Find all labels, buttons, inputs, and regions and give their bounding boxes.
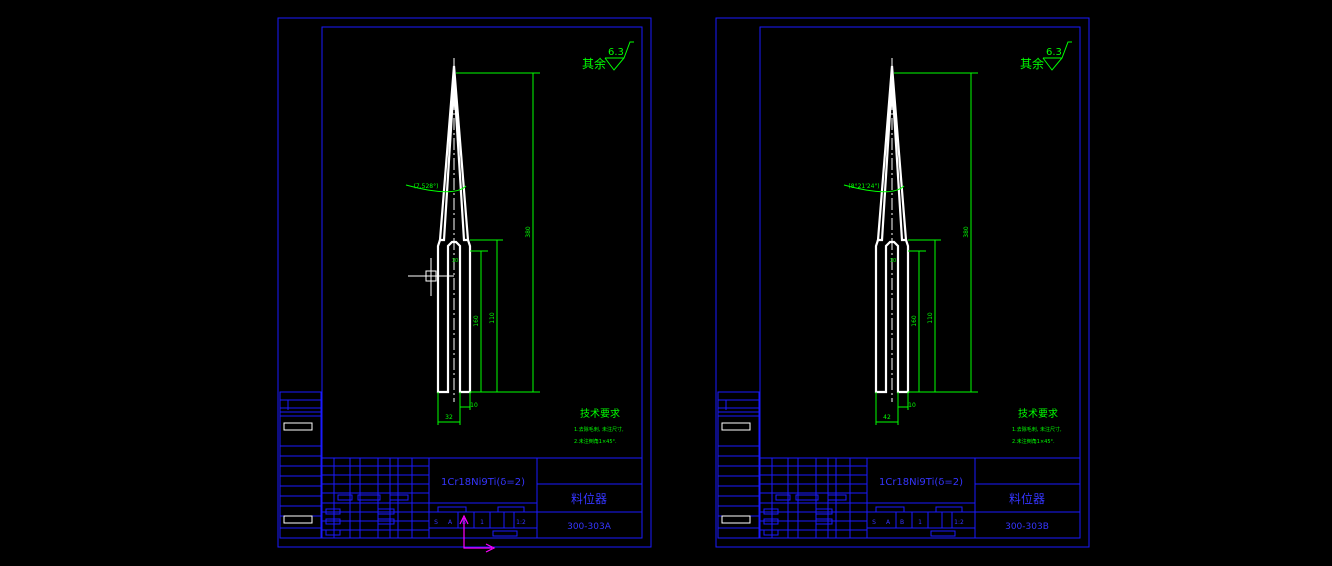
revision-cell-mark xyxy=(377,518,395,525)
scale-cell: S xyxy=(872,519,876,526)
revision-cell-mark xyxy=(357,494,381,501)
angle-dimension: (8°21'24") xyxy=(848,183,879,190)
title-block xyxy=(759,457,1081,539)
left-margin-box xyxy=(717,391,760,401)
scale-cell: 1:2 xyxy=(516,519,526,526)
surface-roughness-value: 6.3 xyxy=(1046,47,1062,58)
dimension-mid: 160 xyxy=(473,315,480,327)
outer-border xyxy=(715,17,1090,548)
revision-cell-mark xyxy=(763,529,779,536)
title-cell-mark xyxy=(437,506,467,513)
drawing-number: 300-303A xyxy=(567,522,612,532)
revision-cell-mark xyxy=(325,508,341,515)
part-name: 料位器 xyxy=(571,491,607,506)
scale-cell: 1 xyxy=(480,519,484,526)
title-cell-mark xyxy=(935,506,963,513)
revision-cell-mark xyxy=(763,518,779,525)
dimension-low: 110 xyxy=(927,312,934,324)
left-margin-box xyxy=(279,407,322,413)
left-margin-label-box xyxy=(283,422,313,431)
left-margin-box xyxy=(279,399,322,409)
material-label: 1Cr18Ni9Ti(δ=2) xyxy=(441,477,525,488)
left-margin-label-box xyxy=(721,515,751,524)
revision-cell-mark xyxy=(775,494,791,501)
angle-arc xyxy=(405,184,467,193)
revision-cell-mark xyxy=(389,494,409,501)
dimension-width: 32 xyxy=(445,414,453,421)
surface-roughness-prefix: 其余 xyxy=(582,56,606,71)
left-margin-box xyxy=(279,391,322,401)
dimension-wall: 10 xyxy=(470,402,478,409)
ucs-icon xyxy=(459,514,496,553)
title-cell-mark xyxy=(875,506,905,513)
crosshair-pickbox xyxy=(425,270,437,282)
dimension-total: 380 xyxy=(525,226,532,238)
revision-cell-mark xyxy=(337,494,353,501)
technical-requirement-line: 2.未注倒角1×45°. xyxy=(1012,438,1055,445)
inner-border xyxy=(321,26,643,539)
technical-requirement-line: 1.去除毛刺, 未注尺寸, xyxy=(1012,426,1062,433)
scale-cell: B xyxy=(900,519,904,526)
left-margin-strip xyxy=(279,391,322,539)
dimension-total: 380 xyxy=(963,226,970,238)
revision-cell-mark xyxy=(827,494,847,501)
scale-cell: S xyxy=(434,519,438,526)
left-margin-label-box xyxy=(721,422,751,431)
center-dimension: 30 xyxy=(452,258,458,264)
technical-requirements-title: 技术要求 xyxy=(580,407,620,420)
material-label: 1Cr18Ni9Ti(δ=2) xyxy=(879,477,963,488)
left-margin-strip xyxy=(717,391,760,539)
part-name: 料位器 xyxy=(1009,491,1045,506)
ucs-axes xyxy=(463,518,492,549)
revision-cell-mark xyxy=(377,508,395,515)
technical-requirement-line: 2.未注倒角1×45°. xyxy=(574,438,617,445)
crosshair-cursor[interactable] xyxy=(408,258,454,296)
surface-roughness-prefix: 其余 xyxy=(1020,56,1044,71)
technical-requirements-title: 技术要求 xyxy=(1018,407,1058,420)
dimension-low: 110 xyxy=(489,312,496,324)
title-cell-mark xyxy=(492,530,518,537)
scale-cell: 1 xyxy=(918,519,922,526)
title-cell-mark xyxy=(930,530,956,537)
revision-cell-mark xyxy=(795,494,819,501)
left-margin-label-box xyxy=(283,515,313,524)
ucs-x-arrow xyxy=(485,543,496,553)
angle-arc xyxy=(843,184,905,193)
title-block xyxy=(321,457,643,539)
surface-roughness-value: 6.3 xyxy=(608,47,624,58)
revision-cell-mark xyxy=(325,529,341,536)
drawing-sheet-b: 1Cr18Ni9Ti(δ=2) 料位器 300-303B S A B 1 1:2 其余6.3 38… xyxy=(715,17,1090,548)
technical-requirement-line: 1.去除毛刺, 未注尺寸, xyxy=(574,426,624,433)
dimension-width: 42 xyxy=(883,414,891,421)
title-cell-mark xyxy=(497,506,525,513)
ucs-y-arrow xyxy=(459,514,469,525)
dimension-wall: 10 xyxy=(908,402,916,409)
revision-cell-mark xyxy=(325,518,341,525)
dimension-mid: 160 xyxy=(911,315,918,327)
inner-border xyxy=(759,26,1081,539)
scale-cell: A xyxy=(448,519,453,526)
left-margin-box xyxy=(717,399,760,409)
center-dimension: 30 xyxy=(890,258,896,264)
scale-cell: 1:2 xyxy=(954,519,964,526)
scale-cell: A xyxy=(886,519,891,526)
revision-cell-mark xyxy=(815,518,833,525)
drawing-number: 300-303B xyxy=(1005,522,1049,532)
revision-cell-mark xyxy=(763,508,779,515)
revision-cell-mark xyxy=(815,508,833,515)
angle-dimension: (7.528°) xyxy=(414,183,439,190)
left-margin-box xyxy=(717,407,760,413)
